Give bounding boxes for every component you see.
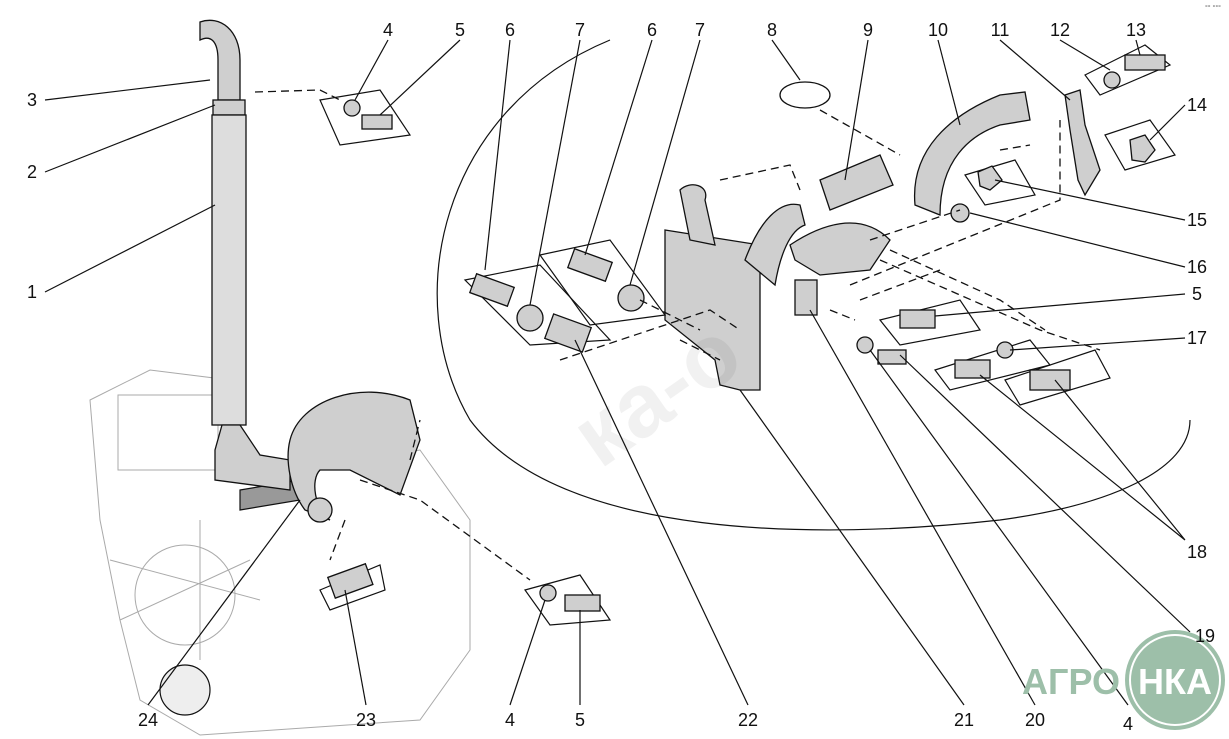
callout-label: 5 [1192,284,1202,304]
heat-shield [789,222,891,276]
callout-label: 4 [505,710,515,730]
clamp [779,81,831,109]
corner-mark: °° °°° [1205,4,1221,12]
callout-label: 10 [928,20,948,40]
callout-label: 5 [455,20,465,40]
callout-label: 17 [1187,328,1207,348]
watermark-prefix: АГРО [1022,661,1120,702]
callout-label: 24 [138,710,158,730]
hardware-tags [319,44,1176,626]
callout-label: 2 [27,162,37,182]
callout-label: 9 [863,20,873,40]
cooler-inlet [679,184,716,246]
intake-pipe [287,391,421,521]
pipe-flange [307,497,333,523]
callout-label: 3 [27,90,37,110]
bracket [1064,89,1101,197]
callout-label: 11 [991,20,1010,40]
detail-ellipse [436,39,1191,531]
callout-label: 1 [27,282,37,302]
callout-label: 20 [1025,710,1045,730]
assembly-lines [254,89,1101,581]
leader-lines [44,39,1191,706]
callout-label: 8 [767,20,777,40]
cooler-outlet [744,203,806,287]
callout-label: 12 [1050,20,1070,40]
callout-label: 16 [1187,257,1207,277]
hose [819,154,894,211]
callout-label: 22 [738,710,758,730]
callout-label: 7 [695,20,705,40]
air-pipe [913,91,1031,216]
callout-label: 7 [575,20,585,40]
callout-label: 5 [575,710,585,730]
callout-label: 21 [954,710,974,730]
callout-label: 4 [1123,714,1133,734]
callout-label: 6 [505,20,515,40]
callout-label: 4 [383,20,393,40]
callout-label: 15 [1187,210,1207,230]
callout-label: 6 [647,20,657,40]
callout-label: 13 [1126,20,1146,40]
callout-labels: 4 5 6 7 6 7 8 9 10 11 12 13 3 2 1 14 15 … [27,20,1215,734]
watermark-circle-text: НКА [1138,661,1212,702]
shield-tube [794,279,818,316]
callout-label: 18 [1187,542,1207,562]
fasteners [326,54,1166,612]
callout-label: 14 [1187,95,1207,115]
callout-label: 19 [1195,626,1215,646]
callout-label: 23 [356,710,376,730]
muffler-pipe [199,19,291,491]
